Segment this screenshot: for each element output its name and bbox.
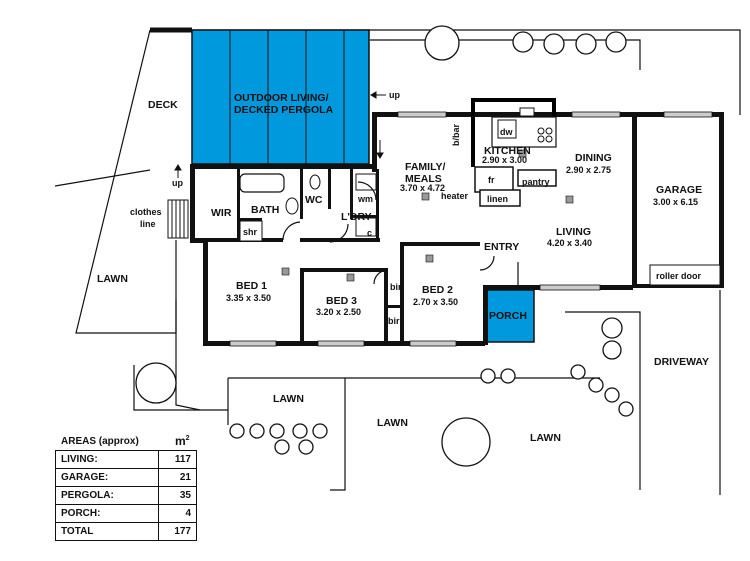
dining-label-2: 2.90 x 2.75 xyxy=(566,165,611,175)
living-label-2: 4.20 x 3.40 xyxy=(547,238,592,248)
family-label-1: FAMILY/ xyxy=(405,161,446,173)
lawn-right-label: LAWN xyxy=(530,432,561,444)
family-label-2: MEALS xyxy=(405,173,442,185)
door-swings xyxy=(282,181,519,288)
lawn-left-label: LAWN xyxy=(97,273,128,285)
area-row-label: PORCH: xyxy=(55,504,159,523)
area-row-label: PERGOLA: xyxy=(55,486,159,505)
bed1-label-2: 3.35 x 3.50 xyxy=(226,293,271,303)
wir-label: WIR xyxy=(211,207,232,219)
c-label: c xyxy=(367,228,372,238)
basin-icon xyxy=(285,197,299,215)
kitchen-label-2: 2.90 x 3.00 xyxy=(482,155,527,165)
outdoor-living-label-1: OUTDOOR LIVING/ xyxy=(234,92,329,104)
lawn-mid-label: LAWN xyxy=(273,393,304,405)
pergola-beams xyxy=(229,30,345,164)
shr-label: shr xyxy=(243,227,258,237)
heater-label: heater xyxy=(441,191,469,201)
area-row-value: 35 xyxy=(158,486,197,505)
bed1-label-1: BED 1 xyxy=(236,280,267,292)
bathtub-icon xyxy=(239,173,285,193)
bir-label-2: bir xyxy=(388,316,400,326)
garage-label-2: 3.00 x 6.15 xyxy=(653,197,698,207)
areas-table-header: AREAS (approx) m2 xyxy=(55,434,197,462)
bed2-label-1: BED 2 xyxy=(422,284,453,296)
area-total-value: 177 xyxy=(158,522,197,541)
outdoor-living-label-2: DECKED PERGOLA xyxy=(234,104,334,116)
kitchen-bench xyxy=(491,107,557,148)
area-total-label: TOTAL xyxy=(55,522,159,541)
trees-top xyxy=(135,25,627,467)
area-row: PERGOLA:35 xyxy=(55,486,197,505)
laundry-label: L'DRY xyxy=(341,211,372,223)
up-label-left: up xyxy=(172,178,183,188)
area-row: LIVING:117 xyxy=(55,450,197,469)
bed3-label-1: BED 3 xyxy=(326,295,357,307)
cooktop-icon xyxy=(537,127,553,143)
steps-left xyxy=(167,199,189,239)
areas-table-title: AREAS (approx) xyxy=(61,436,139,447)
pantry-label: pantry xyxy=(522,177,550,187)
bir-label-1: bir xyxy=(390,282,402,292)
deck-label: DECK xyxy=(148,99,178,111)
living-label-1: LIVING xyxy=(556,226,591,238)
down-arrow-icon xyxy=(376,140,384,159)
bed2-label-2: 2.70 x 3.50 xyxy=(413,297,458,307)
dw-label: dw xyxy=(500,127,513,137)
lawn-center-label: LAWN xyxy=(377,417,408,429)
roller-door-box xyxy=(649,264,721,286)
family-label-3: 3.70 x 4.72 xyxy=(400,183,445,193)
windows xyxy=(229,111,713,347)
wc-label: WC xyxy=(305,194,323,206)
washing-machine-icon xyxy=(355,173,377,191)
toilet-icon xyxy=(309,174,321,190)
area-row-value: 4 xyxy=(158,504,197,523)
fr-label: fr xyxy=(488,175,495,185)
area-row-value: 21 xyxy=(158,468,197,487)
up-arrow-top-icon xyxy=(370,91,386,99)
shower-icon xyxy=(239,220,263,242)
outdoor-living-area xyxy=(191,29,370,165)
area-row: GARAGE:21 xyxy=(55,468,197,487)
driveway-label: DRIVEWAY xyxy=(654,356,709,368)
up-arrow-left-icon xyxy=(174,164,182,178)
wm-label: wm xyxy=(357,194,373,204)
area-row: PORCH:4 xyxy=(55,504,197,523)
porch-label: PORCH xyxy=(489,310,527,322)
cupboard-icon xyxy=(355,217,377,237)
bbar-label: b/bar xyxy=(451,123,461,146)
shrubs xyxy=(229,364,634,455)
sink-icon xyxy=(519,107,535,117)
bed3-label-2: 3.20 x 2.50 xyxy=(316,307,361,317)
clothes-line-label-1: clothes xyxy=(130,207,162,217)
roller-door-label: roller door xyxy=(656,271,702,281)
room-markers xyxy=(281,149,574,282)
linen-label: linen xyxy=(487,194,508,204)
dining-label-1: DINING xyxy=(575,152,612,164)
entry-label: ENTRY xyxy=(484,241,519,253)
area-row-label: GARAGE: xyxy=(55,468,159,487)
garage-label-1: GARAGE xyxy=(656,184,702,196)
clothes-line-label-2: line xyxy=(140,219,156,229)
up-label-top: up xyxy=(389,90,400,100)
bath-label: BATH xyxy=(251,204,279,216)
kitchen-label-1: KITCHEN xyxy=(484,145,531,157)
areas-table-unit: m2 xyxy=(175,434,190,448)
